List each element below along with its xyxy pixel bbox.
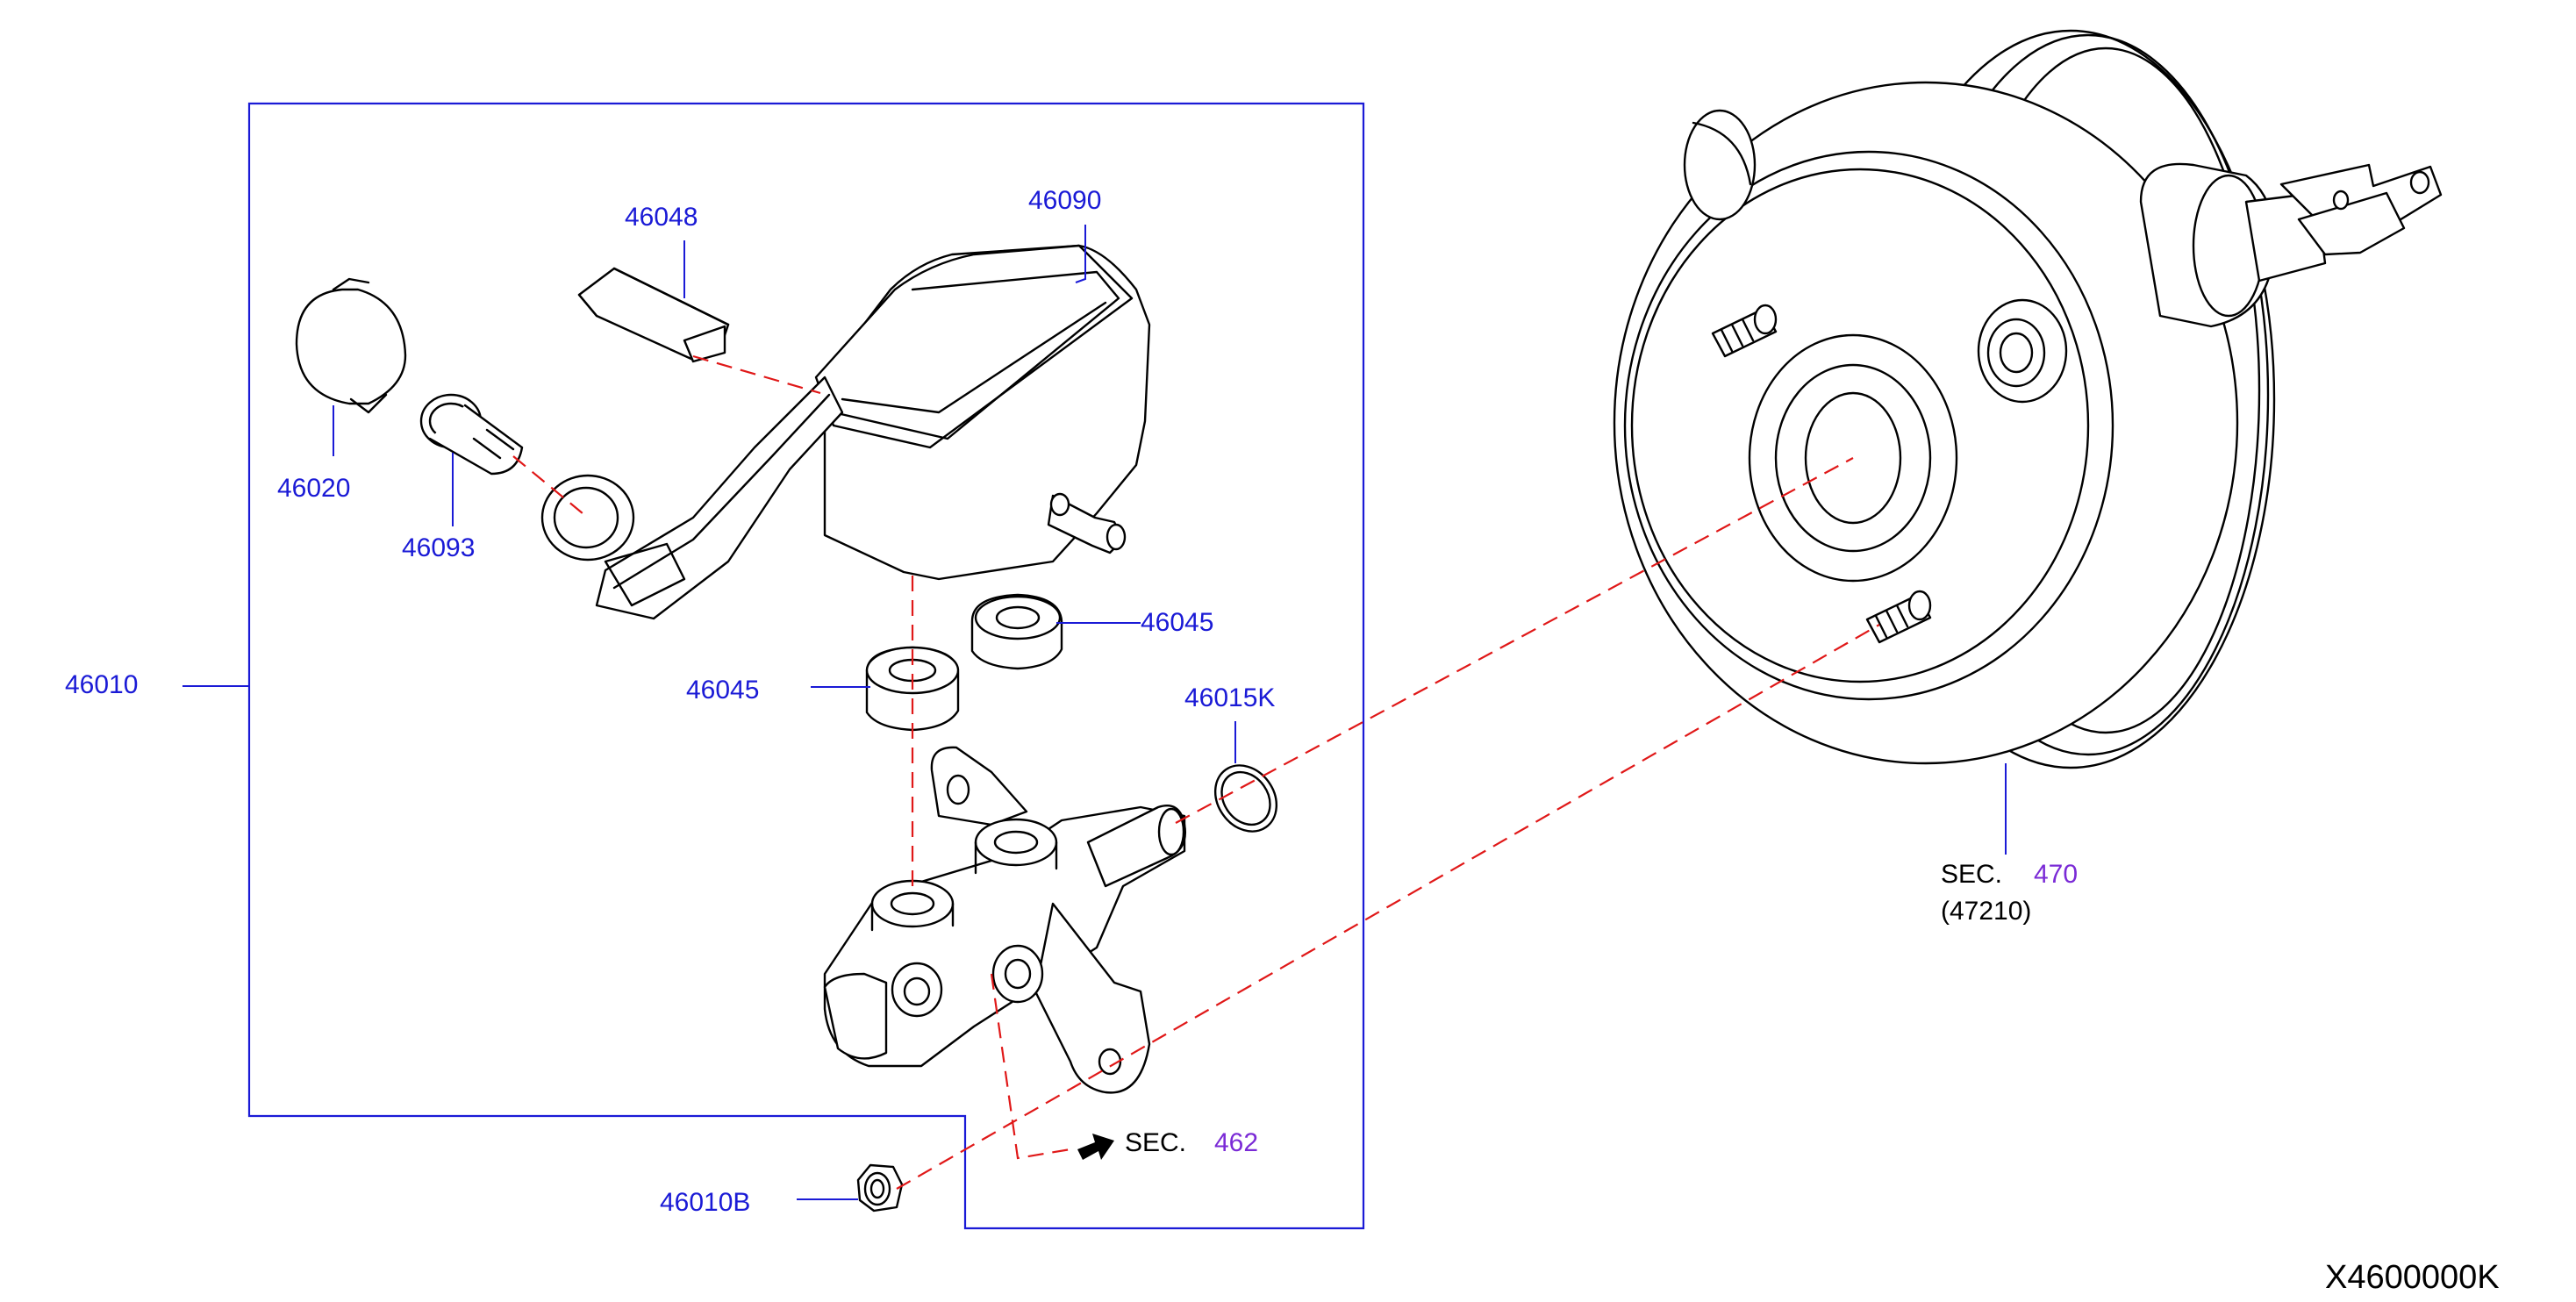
reservoir-cap [295, 277, 407, 414]
assembly-guide-lines [512, 354, 1880, 1190]
part-label-46045-upper[interactable]: 46045 [1141, 608, 1213, 637]
booster-stud-upper [1711, 304, 1778, 358]
part-label-46093[interactable]: 46093 [402, 533, 475, 562]
diagram-code: X4600000K [2325, 1259, 2500, 1296]
booster-nut [856, 1163, 904, 1213]
master-cylinder [823, 746, 1186, 1094]
part-label-46010[interactable]: 46010 [65, 670, 138, 699]
reservoir-strainer [419, 393, 524, 476]
part-label-46010b[interactable]: 46010B [660, 1188, 750, 1217]
grommet-upper [970, 593, 1063, 670]
o-ring [1213, 764, 1278, 833]
leader-lines [182, 225, 2007, 1200]
part-label-46015k[interactable]: 46015K [1184, 683, 1275, 712]
part-label-46048[interactable]: 46048 [625, 203, 698, 232]
reservoir-tank [540, 244, 1151, 620]
grommet-lower [865, 646, 960, 732]
sec-462-prefix: SEC. [1125, 1128, 1186, 1157]
sec-470-link[interactable]: 470 [2034, 860, 2078, 889]
sec-462-arrow-icon [1077, 1134, 1114, 1160]
sec-470-subpart: (47210) [1941, 897, 2031, 926]
sec-462-link[interactable]: 462 [1214, 1128, 1258, 1157]
booster-stud-lower [1865, 590, 1932, 644]
sec-470-prefix: SEC. [1941, 860, 2002, 889]
fluid-level-switch [577, 267, 730, 363]
assembly-frame [247, 102, 1365, 1230]
brake-booster [1613, 29, 2443, 769]
part-label-46090[interactable]: 46090 [1028, 186, 1101, 215]
part-label-46020[interactable]: 46020 [277, 474, 350, 503]
part-label-46045-lower[interactable]: 46045 [686, 676, 759, 705]
